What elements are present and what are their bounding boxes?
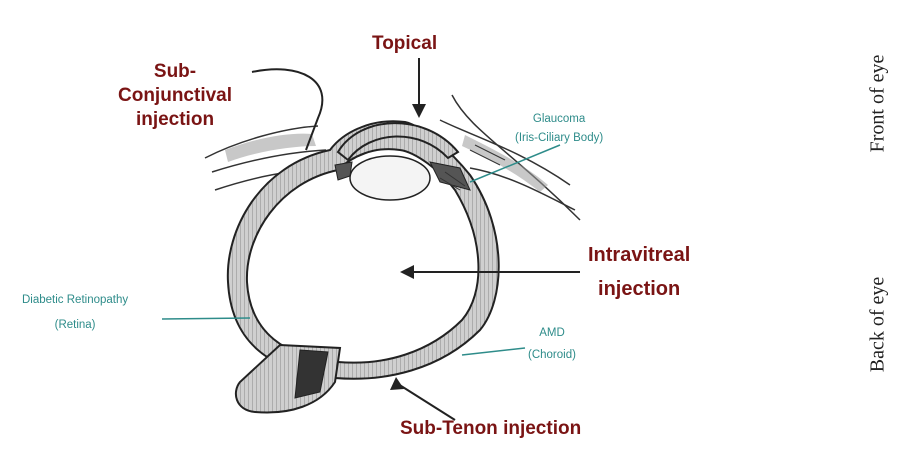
back-of-eye-label: Back of eye [867,270,890,380]
glaucoma-label: Glaucoma (Iris-Ciliary Body) [515,110,603,148]
sub-conjunctival-line3: injection [118,108,232,132]
intravitreal-label: Intravitreal injection [588,238,690,306]
intravitreal-line2: injection [588,272,690,306]
sub-tenon-label: Sub-Tenon injection [400,418,581,440]
glaucoma-line1: Glaucoma [515,110,603,129]
amd-line1: AMD [528,322,576,344]
sub-conjunctival-line2: Conjunctival [118,84,232,108]
amd-label: AMD (Choroid) [528,322,576,366]
amd-line2: (Choroid) [528,344,576,366]
sub-conjunctival-line1: Sub- [118,60,232,84]
sclera-wall [228,121,499,378]
glaucoma-line2: (Iris-Ciliary Body) [515,129,603,148]
front-of-eye-label: Front of eye [867,44,890,164]
intravitreal-line1: Intravitreal [588,238,690,272]
topical-label: Topical [372,33,437,55]
diabetic-line2: (Retina) [22,313,128,338]
sub-conjunctival-label: Sub- Conjunctival injection [118,60,232,132]
lens [350,156,430,200]
diabetic-retinopathy-label: Diabetic Retinopathy (Retina) [22,288,128,338]
diabetic-line1: Diabetic Retinopathy [22,288,128,313]
